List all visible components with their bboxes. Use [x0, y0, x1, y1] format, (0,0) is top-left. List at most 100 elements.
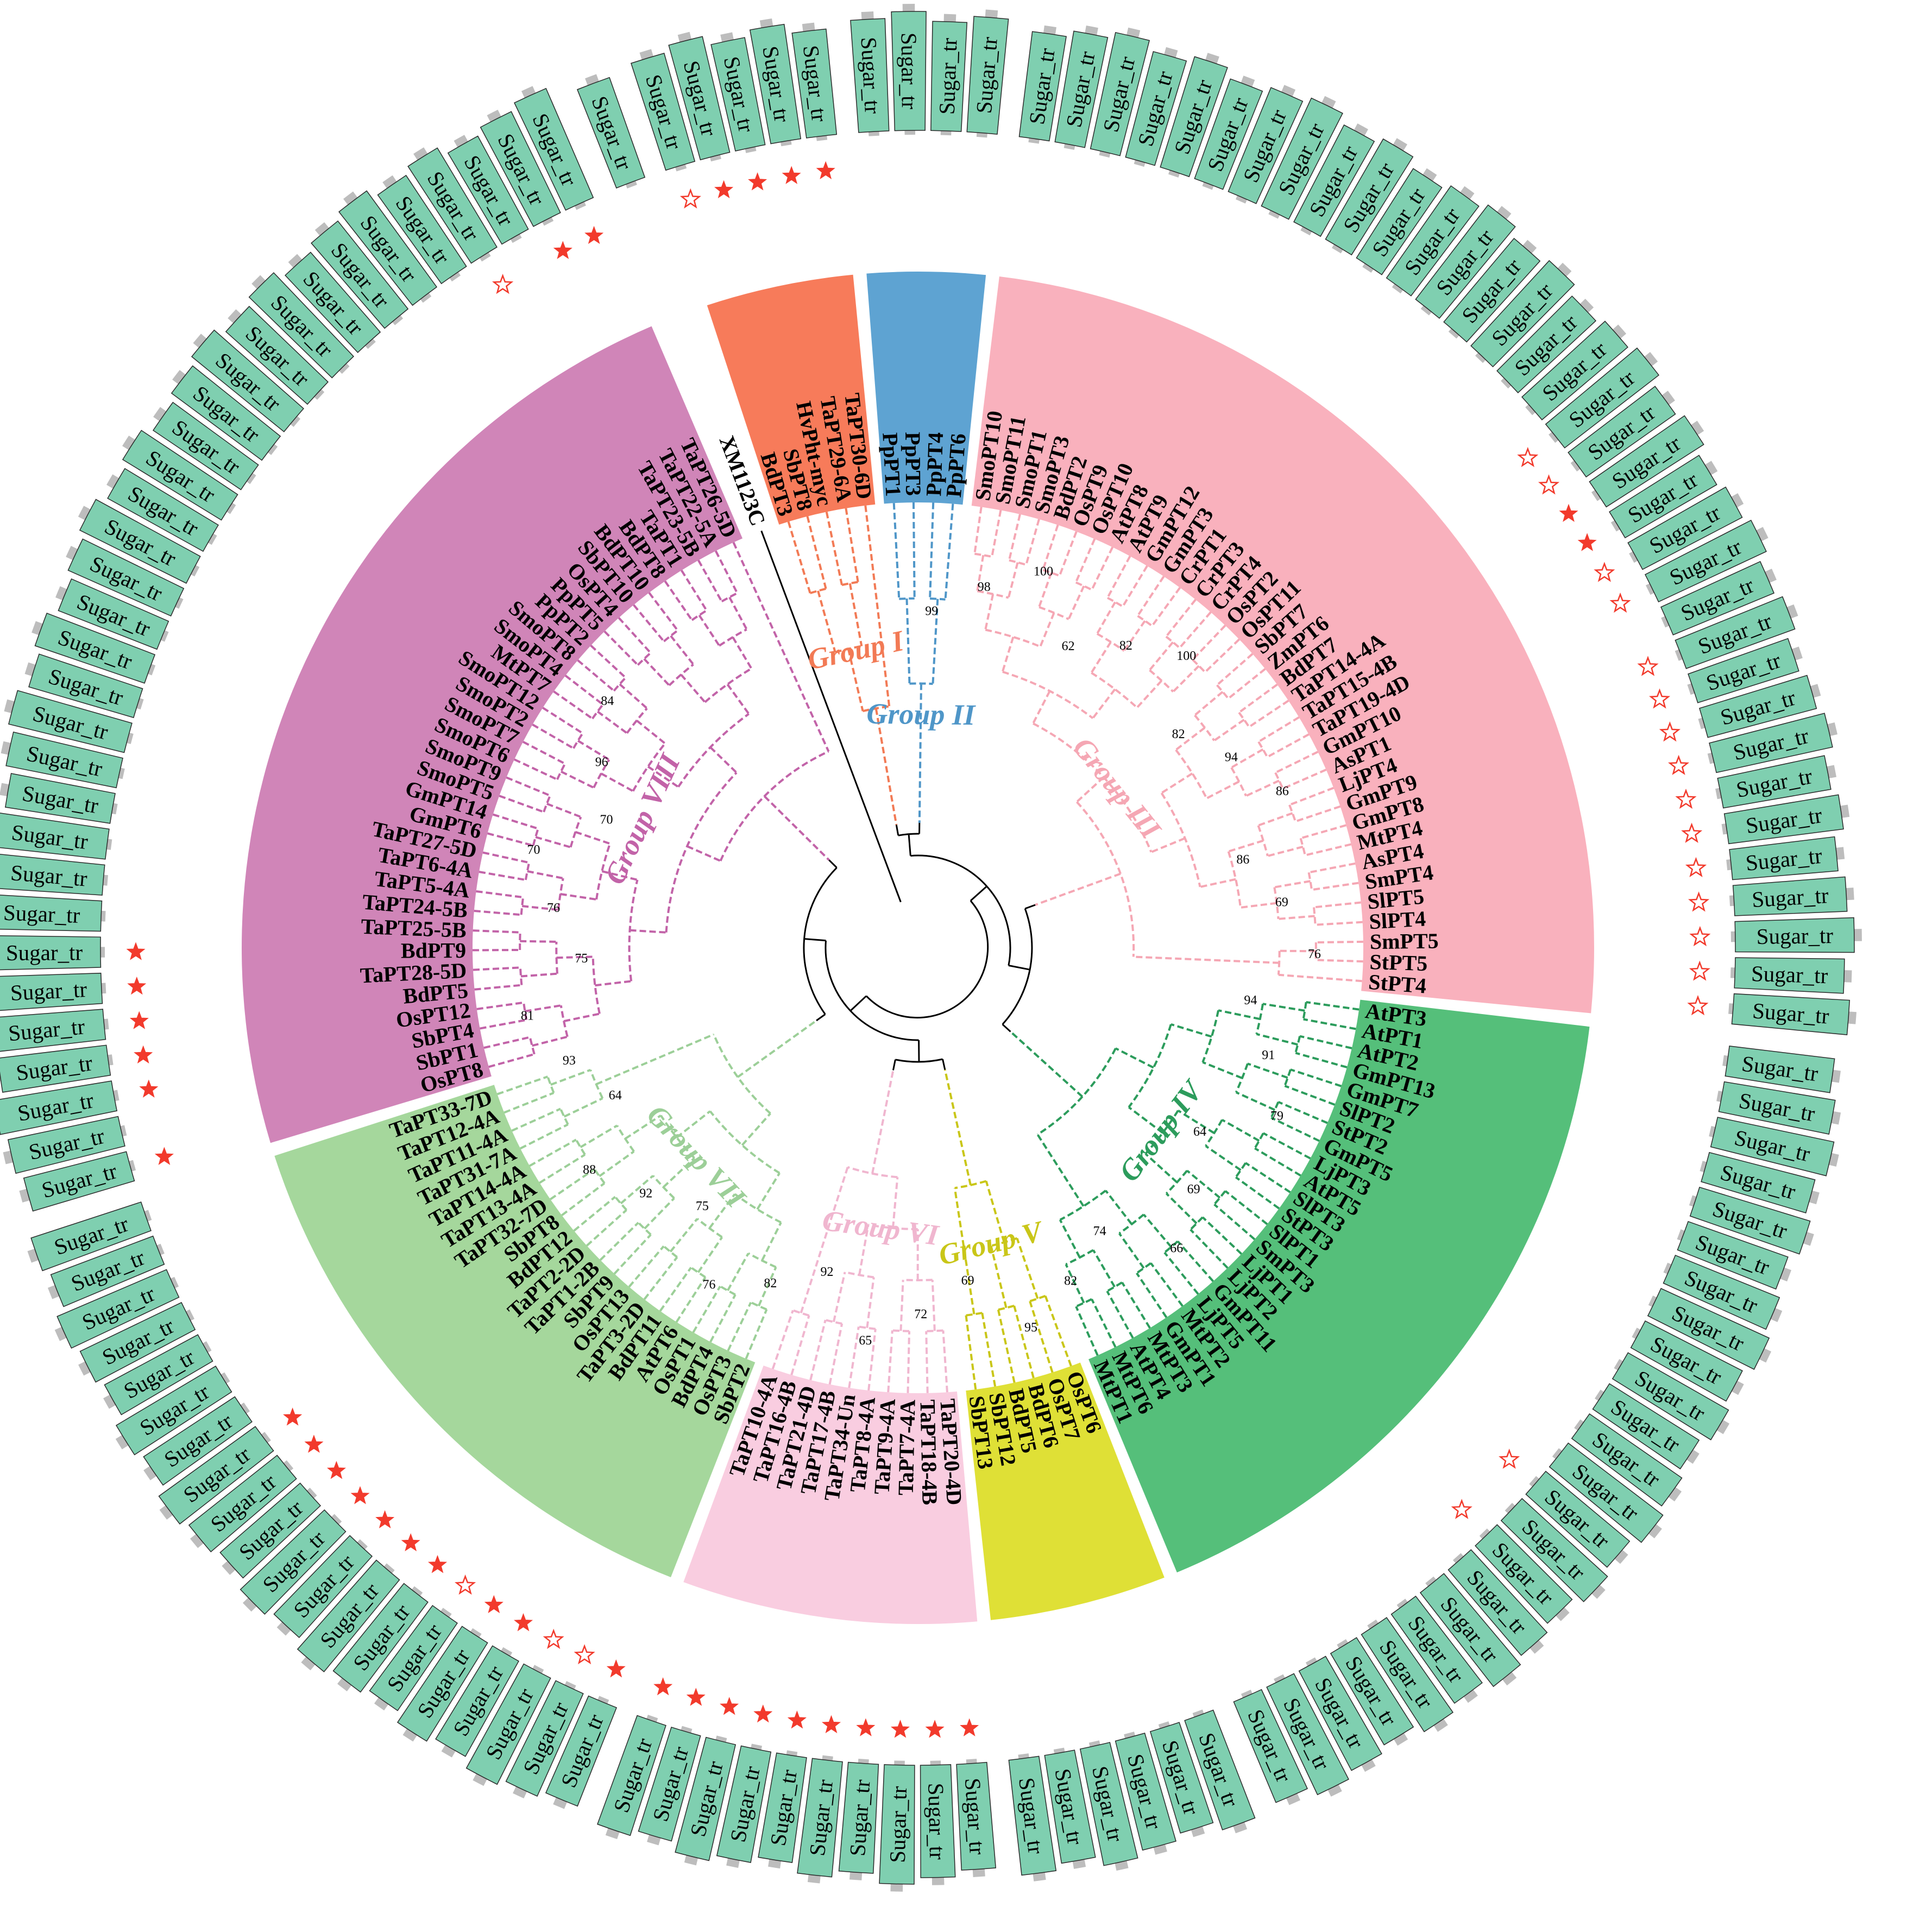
open-star-icon	[1685, 857, 1707, 877]
filled-star-icon	[960, 1718, 979, 1736]
branch	[1075, 581, 1093, 591]
branch	[1090, 641, 1112, 674]
branch	[506, 776, 551, 797]
branch	[595, 843, 611, 900]
backbone-branch	[849, 995, 867, 1012]
backbone-branch	[1002, 1023, 1011, 1033]
filled-star-icon	[139, 1079, 159, 1098]
domain-box	[0, 1009, 106, 1052]
branch	[1165, 1192, 1198, 1224]
branch	[1179, 611, 1212, 649]
branch	[1254, 1132, 1264, 1149]
branch	[810, 587, 827, 594]
bootstrap-value: 81	[521, 1009, 534, 1023]
branch	[488, 1053, 535, 1068]
backbone-branch	[942, 1059, 946, 1070]
branch	[764, 795, 830, 861]
branch	[496, 1075, 549, 1096]
filled-star-icon	[584, 225, 604, 244]
branch	[1204, 638, 1240, 673]
domain-box	[597, 1715, 666, 1836]
domain-box	[1675, 596, 1796, 669]
domain-box	[248, 272, 355, 379]
branch	[652, 1175, 675, 1199]
branch	[727, 1301, 752, 1351]
domain-label: Sugar_tr	[10, 977, 88, 1005]
branch	[932, 599, 939, 684]
branch	[1192, 659, 1206, 673]
group-band	[683, 1365, 978, 1624]
domain-box	[0, 972, 103, 1011]
bootstrap-value: 76	[703, 1278, 716, 1292]
domain-box	[791, 28, 838, 139]
branch	[1205, 1145, 1242, 1171]
branch	[1186, 1169, 1221, 1199]
domain-box	[1589, 415, 1704, 508]
domain-box	[1496, 295, 1597, 394]
branch	[1202, 1061, 1243, 1079]
backbone-branch	[970, 885, 987, 902]
domain-box	[158, 1426, 274, 1525]
open-star-icon	[1499, 1449, 1520, 1469]
filled-star-icon	[401, 1533, 420, 1552]
domain-box	[0, 895, 103, 932]
branch	[734, 1193, 782, 1224]
domain-box	[225, 305, 329, 405]
domain-box	[1717, 755, 1832, 809]
branch	[580, 1124, 618, 1148]
filled-star-icon	[653, 1677, 673, 1696]
group-band	[971, 276, 1594, 1014]
branch	[787, 521, 811, 594]
branch	[1161, 772, 1193, 794]
branch	[732, 637, 753, 669]
branch	[664, 580, 693, 621]
domain-box	[1568, 386, 1676, 478]
bootstrap-value: 76	[547, 901, 560, 915]
branch	[487, 832, 534, 847]
leaf-label: StPT4	[1368, 970, 1427, 998]
domain-box	[1732, 876, 1848, 916]
branch	[1254, 1147, 1301, 1177]
open-star-icon	[1649, 688, 1671, 709]
filled-star-icon	[553, 241, 572, 259]
branch	[1010, 1030, 1084, 1098]
domain-box	[838, 1761, 879, 1874]
domain-box	[1194, 78, 1263, 190]
open-star-icon	[1675, 788, 1697, 809]
domain-label: Sugar_tr	[923, 1783, 950, 1860]
domain-box	[675, 1736, 737, 1861]
branch	[473, 966, 521, 971]
branch	[546, 802, 582, 818]
domain-box	[1330, 1637, 1414, 1746]
bootstrap-value: 93	[563, 1054, 576, 1068]
domain-box	[1125, 51, 1187, 166]
filled-star-icon	[787, 1710, 807, 1729]
branch	[1105, 1190, 1133, 1225]
branch	[1144, 1153, 1178, 1184]
branch	[756, 1172, 781, 1210]
branch	[1282, 769, 1327, 790]
bootstrap-value: 70	[527, 843, 540, 857]
branch	[943, 1069, 972, 1186]
domain-box	[311, 220, 409, 329]
open-star-icon	[1594, 562, 1615, 582]
branch	[1038, 572, 1053, 608]
branch	[809, 1319, 827, 1381]
domain-box	[396, 1626, 488, 1742]
domain-label: Sugar_tr	[1751, 883, 1829, 912]
domain-box	[710, 37, 766, 152]
branch	[474, 984, 522, 991]
branch	[1277, 951, 1281, 975]
branch	[1106, 1281, 1123, 1292]
open-star-icon	[1688, 891, 1710, 912]
branch	[648, 592, 679, 631]
branch	[603, 630, 639, 666]
branch	[874, 708, 898, 825]
domain-box	[891, 11, 927, 131]
branch	[572, 732, 584, 749]
branch	[675, 1276, 707, 1323]
branch	[626, 707, 648, 734]
domain-box	[30, 1201, 152, 1272]
branch	[1189, 1216, 1204, 1231]
